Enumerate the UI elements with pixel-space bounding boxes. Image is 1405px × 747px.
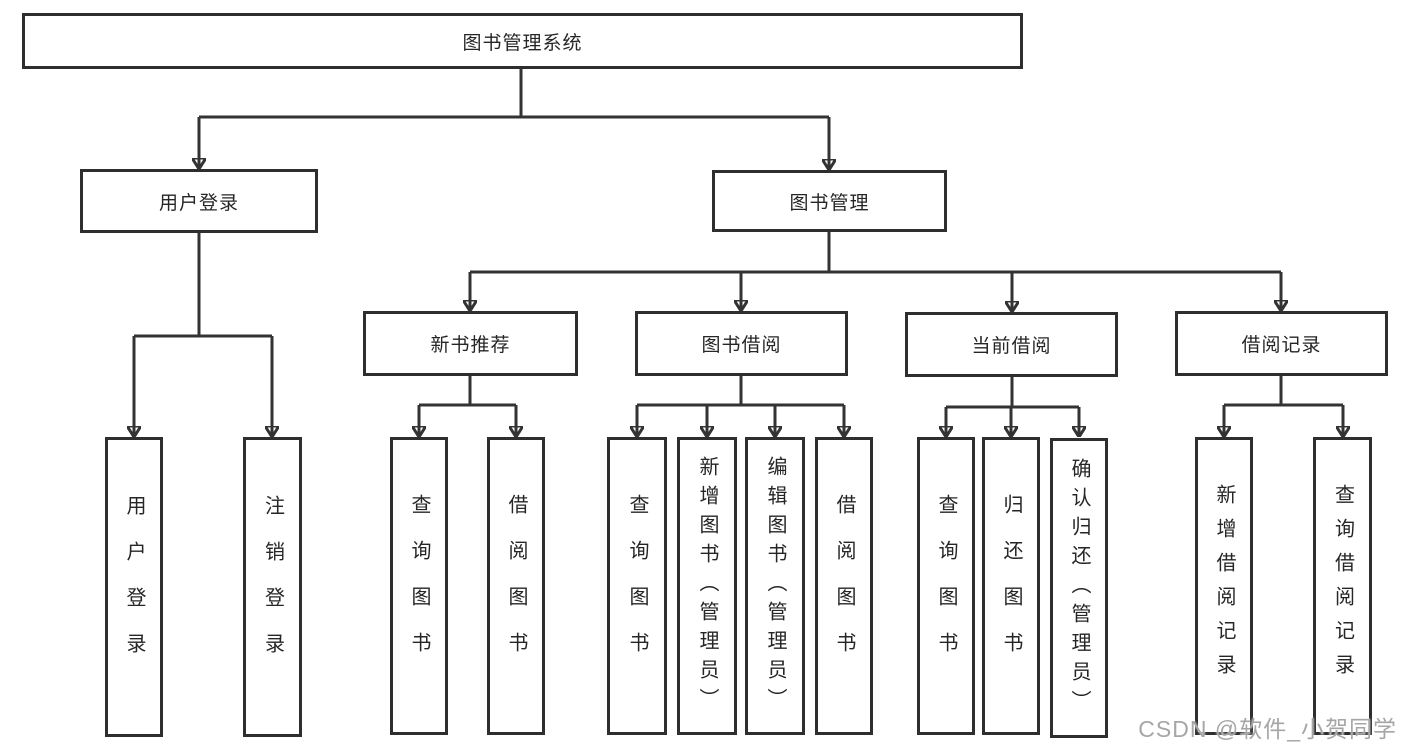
leaf-add-book-admin: 新增图书（管理员） — [677, 437, 737, 735]
connector-book-mgmt-rail — [470, 232, 1281, 274]
node-label: 图书管理 — [789, 192, 870, 214]
node-label: 新书推荐 — [430, 335, 511, 356]
leaf-add-borrow-record: 新增借阅记录 — [1195, 437, 1253, 735]
connector-book-borrow-rail — [637, 376, 844, 407]
node-current-borrowing: 当前借阅 — [905, 312, 1118, 377]
leaf-return-books: 归还图书 — [982, 437, 1040, 735]
node-root: 图书管理系统 — [22, 13, 1023, 69]
leaf-label: 注销登录 — [261, 495, 284, 679]
leaf-label: 确认归还（管理员） — [1068, 457, 1090, 719]
leaf-borrow-books-borrowing: 借阅图书 — [815, 437, 873, 735]
leaf-query-books-recommend: 查询图书 — [390, 437, 448, 735]
leaf-label: 新增图书（管理员） — [696, 455, 718, 717]
leaf-label: 查询图书 — [626, 494, 648, 678]
node-label: 图书管理系统 — [462, 32, 583, 54]
leaf-user-login: 用户登录 — [105, 437, 163, 737]
leaf-label: 查询借阅记录 — [1331, 484, 1354, 688]
node-new-book-recommend: 新书推荐 — [363, 311, 578, 376]
node-label: 图书借阅 — [701, 335, 782, 356]
node-borrowing-records: 借阅记录 — [1175, 311, 1388, 376]
node-user-login: 用户登录 — [80, 169, 318, 233]
node-label: 借阅记录 — [1241, 335, 1322, 356]
leaf-confirm-return-admin: 确认归还（管理员） — [1050, 438, 1108, 738]
leaf-logout: 注销登录 — [243, 437, 302, 737]
connector-current-borrow-rail — [946, 377, 1079, 409]
node-label: 当前借阅 — [971, 336, 1052, 357]
leaf-query-books-current: 查询图书 — [917, 437, 975, 735]
leaf-label: 查询图书 — [935, 494, 957, 678]
connector-borrow-record-rail — [1224, 376, 1343, 407]
leaf-query-books-borrowing: 查询图书 — [607, 437, 667, 735]
leaf-query-borrow-record: 查询借阅记录 — [1313, 437, 1372, 735]
leaf-label: 借阅图书 — [505, 494, 527, 678]
watermark: CSDN @软件_小贺同学 — [1138, 716, 1397, 742]
leaf-label: 编辑图书（管理员） — [764, 455, 786, 717]
leaf-label: 新增借阅记录 — [1213, 484, 1235, 688]
connector-user-login-rail — [134, 233, 272, 338]
connector-root-rail — [199, 69, 829, 119]
leaf-edit-book-admin: 编辑图书（管理员） — [745, 437, 805, 735]
node-book-management: 图书管理 — [712, 170, 947, 232]
leaf-label: 查询图书 — [408, 494, 430, 678]
connector-new-book-rail — [419, 376, 516, 407]
node-book-borrowing: 图书借阅 — [635, 311, 848, 376]
leaf-label: 归还图书 — [1000, 494, 1022, 678]
leaf-borrow-books-recommend: 借阅图书 — [487, 437, 545, 735]
leaf-label: 用户登录 — [123, 495, 145, 679]
leaf-label: 借阅图书 — [833, 494, 855, 678]
node-label: 用户登录 — [158, 192, 239, 214]
